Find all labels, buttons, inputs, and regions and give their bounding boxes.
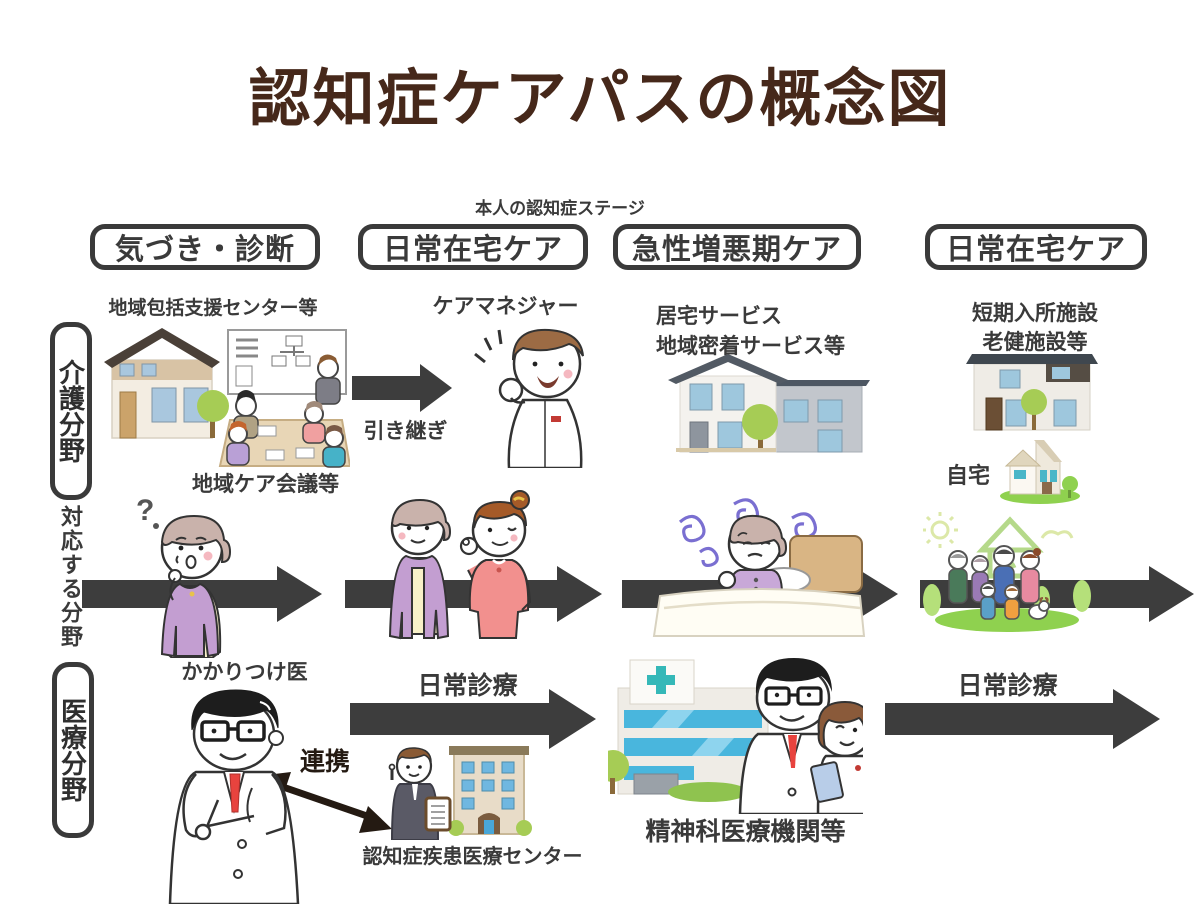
care-domain-box: 介護分野 [50, 322, 92, 500]
family-doctor-label: かかりつけ医 [181, 661, 308, 684]
house-icon [104, 328, 229, 439]
question-mark-icon: ? [136, 494, 159, 529]
sun-icon [923, 512, 958, 548]
dementia-center-label: 認知症疾患医療センター [362, 846, 583, 868]
psychiatric-hospital-illustration [608, 658, 863, 814]
dog-icon [1028, 597, 1050, 620]
psychiatric-org-label: 精神科医療機関等 [645, 818, 846, 846]
daily-care-arrow-left [350, 689, 596, 749]
svg-text:?: ? [136, 494, 154, 527]
care-domain-label: 介護分野 [55, 359, 86, 463]
short-stay-label-line2: 老健施設等 [982, 331, 1088, 354]
stage-label: 日常在宅ケア [382, 234, 563, 266]
stage-label: 日常在宅ケア [945, 234, 1126, 266]
stage-box-daily-home-care-2: 日常在宅ケア [925, 224, 1147, 270]
hospital-cross-icon [647, 666, 675, 694]
handover-arrow [352, 364, 452, 412]
handover-label: 引き継ぎ [363, 420, 448, 443]
stage-label: 気づき・診断 [114, 234, 295, 266]
community-center-illustration [104, 328, 350, 468]
dementia-center-illustration [388, 746, 532, 840]
home-service-house-icon [668, 354, 870, 453]
stage-box-daily-home-care-1: 日常在宅ケア [358, 224, 588, 270]
home-service-label-line1: 居宅サービス [656, 305, 782, 328]
axis-label: 対応する分野 [58, 505, 83, 649]
cooperation-label: 連携 [300, 748, 351, 776]
care-manager-label: ケアマネジャー [432, 295, 579, 318]
meeting-icon [218, 329, 350, 468]
medical-domain-box: 医療分野 [52, 662, 94, 838]
own-home-label: 自宅 [946, 463, 991, 488]
home-service-label-line2: 地域密着サービス等 [656, 335, 845, 358]
care-manager-illustration [474, 328, 584, 468]
short-stay-house-icon [966, 354, 1098, 431]
family-doctor-illustration [168, 689, 300, 904]
family-illustration [923, 512, 1091, 632]
daily-care-arrow-right [885, 689, 1160, 749]
daily-care-label-left: 日常診療 [417, 672, 518, 700]
stage-label: 急性増悪期ケア [631, 234, 842, 266]
daily-care-label-right: 日常診療 [957, 672, 1058, 700]
worried-elderly-woman-illustration: ? [136, 494, 232, 658]
elderly-and-caregiver-illustration [388, 490, 532, 640]
sick-elderly-in-bed-illustration [652, 498, 866, 637]
page-title: 認知症ケアパスの概念図 [248, 65, 952, 134]
short-stay-label-line1: 短期入所施設 [972, 302, 1098, 325]
stage-box-awareness: 気づき・診断 [90, 224, 320, 270]
stage-subtitle: 本人の認知症ステージ [475, 199, 645, 218]
medical-domain-label: 医療分野 [57, 698, 88, 802]
community-meeting-label: 地域ケア会議等 [192, 473, 339, 496]
community-center-label: 地域包括支援センター等 [108, 298, 318, 319]
own-home-icon [1000, 440, 1080, 504]
emphasis-marks-icon [474, 329, 503, 364]
stage-box-acute-care: 急性増悪期ケア [613, 224, 861, 270]
